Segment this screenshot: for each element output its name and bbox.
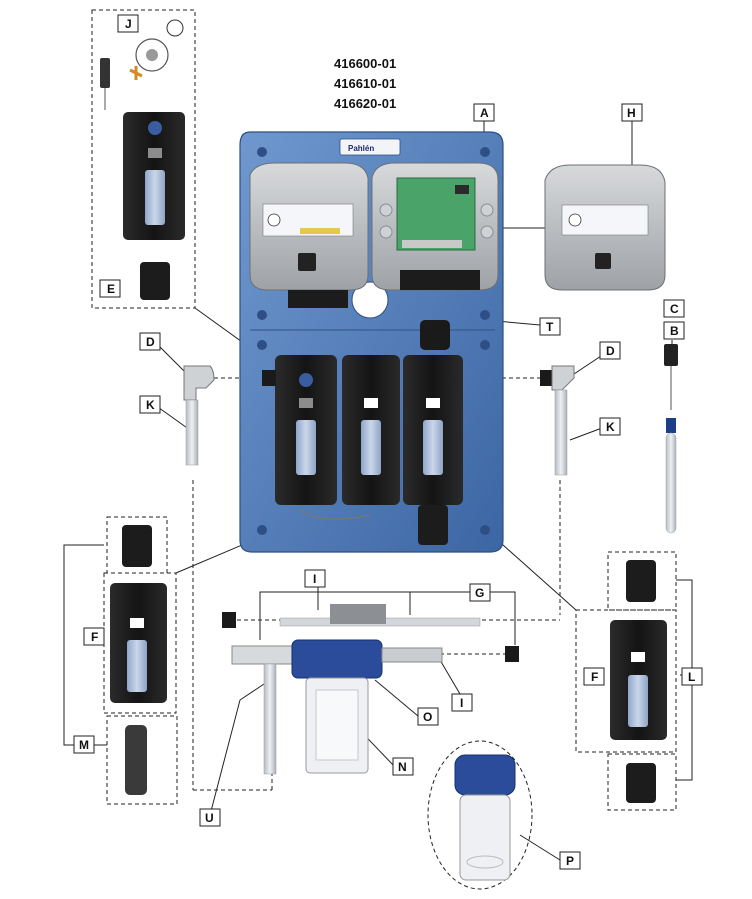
svg-text:C: C [670,302,679,316]
product-code-list: 416600-01 416610-01 416620-01 [334,54,396,114]
svg-text:J: J [125,17,132,31]
callout-m: M [73,735,95,754]
part-d-elbow-right [540,365,575,476]
svg-text:K: K [606,420,615,434]
svg-text:I: I [313,572,316,586]
svg-text:N: N [398,760,407,774]
callout-n: N [392,757,414,776]
part-j-sensor-head [129,19,184,80]
callout-a: A [473,103,495,122]
callout-c: C [663,299,685,318]
callout-o: O [417,707,439,726]
callout-e: E [99,279,121,298]
svg-text:O: O [423,710,432,724]
callout-j: J [117,14,139,33]
controller-left [249,162,369,308]
callout-g: G [469,583,491,602]
svg-text:K: K [146,398,155,412]
svg-text:D: D [606,344,615,358]
callout-u: U [199,808,221,827]
callout-i-top: I [304,569,326,588]
svg-text:A: A [480,106,489,120]
callout-h: H [621,103,643,122]
filter-assembly [222,604,519,775]
callout-f-left: F [83,627,105,646]
svg-text:G: G [475,586,484,600]
callout-d-right: D [599,341,621,360]
svg-text:I: I [460,696,463,710]
controller-h [544,164,666,291]
svg-text:F: F [91,630,98,644]
callout-labels: A B C D D E F F G H I I J K K L M N O P … [73,14,703,870]
svg-text:H: H [627,106,636,120]
part-b-probe [664,344,678,534]
part-e-housing [100,58,185,300]
svg-text:U: U [205,811,214,825]
part-f-housing-left [110,525,167,795]
part-p-filter-cup [454,754,516,881]
svg-text:M: M [79,738,89,752]
part-f-housing-right [610,560,667,803]
callout-t: T [539,317,561,336]
svg-text:P: P [566,854,574,868]
controller-open-pcb [371,162,499,350]
callout-b: B [663,321,685,340]
callout-d-left: D [139,332,161,351]
callout-l: L [681,667,703,686]
callout-f-right: F [583,667,605,686]
product-code: 416620-01 [334,96,397,111]
svg-text:B: B [670,324,679,338]
part-d-elbow-left [183,365,276,466]
svg-text:E: E [107,282,115,296]
callout-p: P [559,851,581,870]
brand-logo: Pahlén [348,144,374,153]
product-code: 416610-01 [334,76,397,91]
callout-i-right: I [451,693,473,712]
callout-k-left: K [139,395,161,414]
sensor-housings [275,355,463,545]
product-code: 416600-01 [334,56,397,71]
svg-text:L: L [688,670,695,684]
svg-text:D: D [146,335,155,349]
callout-k-right: K [599,417,621,436]
svg-text:T: T [546,320,554,334]
svg-text:F: F [591,670,598,684]
